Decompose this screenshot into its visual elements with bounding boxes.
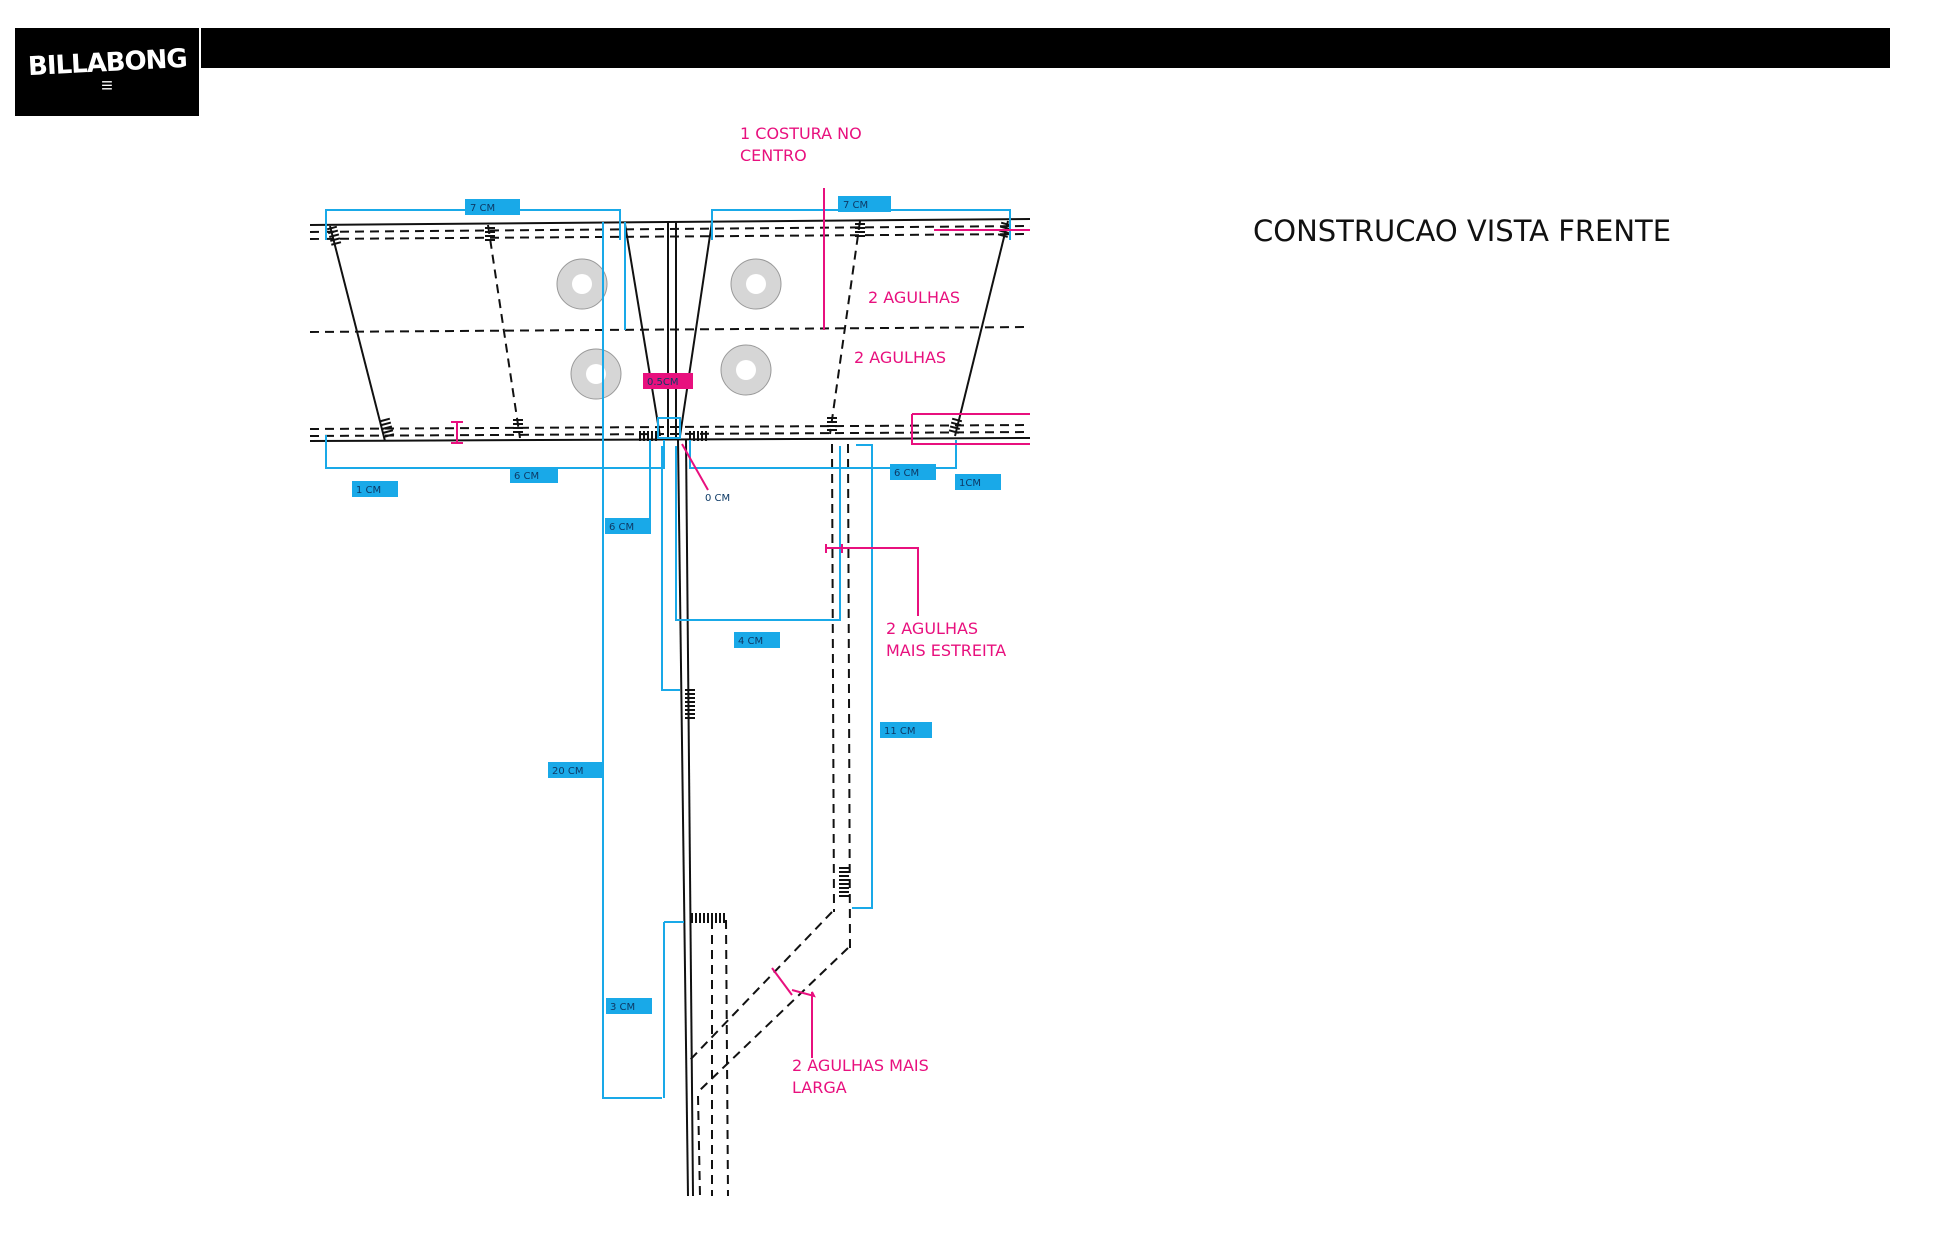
button-icon bbox=[720, 344, 772, 396]
header-bar bbox=[201, 28, 1890, 68]
note-wide-line2: LARGA bbox=[792, 1078, 847, 1097]
note-narrow-line2: MAIS ESTREITA bbox=[886, 641, 1006, 660]
button-icon bbox=[570, 348, 622, 400]
svg-text:1 CM: 1 CM bbox=[356, 485, 381, 496]
tag-top-right-7cm: 7 CM bbox=[838, 196, 891, 212]
waistband-bartacks bbox=[326, 221, 1012, 441]
pink-guides bbox=[451, 188, 1030, 1058]
note-center-seam-line1: 1 COSTURA NO bbox=[740, 124, 862, 143]
note-wide-line1: 2 AGULHAS MAIS bbox=[792, 1056, 929, 1075]
brand-logo: BILLABONG ≡ bbox=[15, 28, 199, 116]
page-title: CONSTRUCAO VISTA FRENTE bbox=[1253, 214, 1672, 248]
note-two-needles-middle: 2 AGULHAS bbox=[854, 348, 946, 367]
note-center-seam-line2: CENTRO bbox=[740, 146, 807, 165]
tag-left-6cm: 6 CM bbox=[510, 467, 558, 483]
waistband bbox=[309, 218, 1031, 442]
button-icon bbox=[556, 258, 608, 310]
fly-construction bbox=[677, 439, 851, 1197]
svg-text:6 CM: 6 CM bbox=[894, 468, 919, 479]
dimension-lines bbox=[325, 209, 1011, 1099]
tag-center-05cm: 0.5CM bbox=[643, 373, 693, 389]
measurement-tags: 7 CM 7 CM 0.5CM 0 CM 1 CM 6 CM 6 CM 1CM bbox=[352, 196, 1001, 1014]
note-two-needles-top: 2 AGULHAS bbox=[868, 288, 960, 307]
svg-text:0 CM: 0 CM bbox=[705, 493, 730, 504]
tag-fly-11cm: 11 CM bbox=[880, 722, 932, 738]
tag-fly-4cm: 4 CM bbox=[734, 632, 780, 648]
svg-text:1CM: 1CM bbox=[959, 478, 981, 489]
svg-text:4 CM: 4 CM bbox=[738, 636, 763, 647]
note-narrow-line1: 2 AGULHAS bbox=[886, 619, 978, 638]
svg-text:7 CM: 7 CM bbox=[470, 203, 495, 214]
tag-fly-3cm: 3 CM bbox=[606, 998, 652, 1014]
brand-logo-mark-icon: ≡ bbox=[101, 75, 113, 97]
svg-text:20 CM: 20 CM bbox=[552, 766, 584, 777]
svg-text:7 CM: 7 CM bbox=[843, 200, 868, 211]
annotations: 1 COSTURA NO CENTRO 2 AGULHAS 2 AGULHAS … bbox=[740, 124, 1006, 1097]
tag-right-1cm: 1CM bbox=[955, 474, 1001, 490]
tag-left-1cm: 1 CM bbox=[352, 481, 398, 497]
tag-center-0cm: 0 CM bbox=[705, 493, 730, 504]
fly-bartacks bbox=[685, 689, 849, 923]
svg-text:11 CM: 11 CM bbox=[884, 726, 916, 737]
button-icon bbox=[730, 258, 782, 310]
tag-top-left-7cm: 7 CM bbox=[465, 199, 520, 215]
panel-lines bbox=[329, 220, 1009, 442]
tag-fly-20cm: 20 CM bbox=[548, 762, 602, 778]
tag-right-6cm: 6 CM bbox=[890, 464, 936, 480]
button-icons bbox=[556, 258, 782, 400]
svg-text:3 CM: 3 CM bbox=[610, 1002, 635, 1013]
svg-text:6 CM: 6 CM bbox=[609, 522, 634, 533]
tag-fly-6cm: 6 CM bbox=[605, 518, 651, 534]
svg-text:0.5CM: 0.5CM bbox=[647, 377, 679, 388]
svg-text:6 CM: 6 CM bbox=[514, 471, 539, 482]
